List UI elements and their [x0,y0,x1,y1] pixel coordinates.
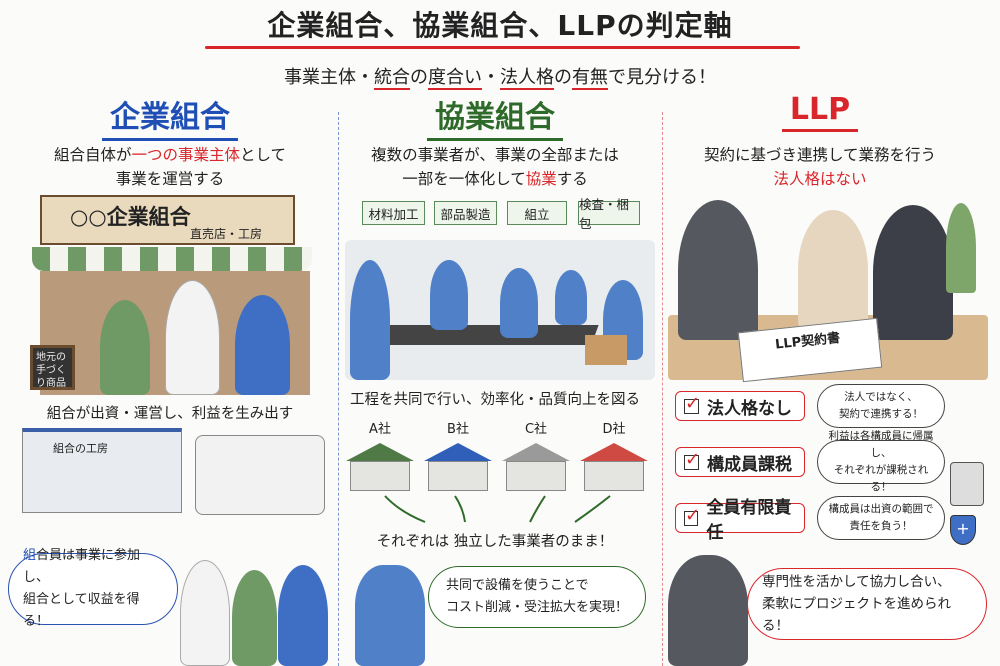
subtitle: 事業主体・統合の度合い・法人格の有無で見分ける！ [0,63,1000,90]
check-label: 法人格なし [707,398,792,419]
arrow-b [454,495,466,523]
company-label: C社 [524,422,548,437]
calculator-icon [950,462,984,506]
delivery-truck [195,435,325,515]
house-body [350,461,410,491]
desc-llp: 契約に基づき連携して業務を行う 法人格はない [703,146,937,188]
person-man-glasses [668,555,748,666]
cardboard-box [585,335,627,365]
check-note-bubble: 法人ではなく、契約で連携する！ [817,384,945,428]
house-body [428,461,488,491]
house-body [584,461,644,491]
company-0: A社 [345,418,415,491]
column-divider [662,112,663,666]
process-label: 検査・梱包 [578,197,640,231]
person-worker [555,270,587,325]
check-label: 全員有限責任 [706,498,792,543]
subtitle-part: 統合 [374,67,410,90]
plant [946,203,976,293]
subtitle-part: で見分ける！ [608,67,716,88]
house-roof [424,443,492,461]
subtitle-part: 有無 [572,67,608,90]
company-1: B社 [423,418,493,491]
checkbox-checked-icon [684,393,700,414]
arrow-d [574,495,611,523]
companies-row: A社 B社 C社 D社 [345,418,655,498]
person-woman-apron [100,300,150,395]
house-body [506,461,566,491]
shop-sign-sub: 直売店・工房 [190,227,263,241]
workbench [376,325,599,345]
awning [32,247,312,271]
process-label: 材料加工 [362,201,425,225]
process-label: 組立 [507,201,567,225]
person-worker [430,260,468,330]
arrow-a [384,495,426,523]
factory-illustration [345,240,655,380]
house-roof [346,443,414,461]
person-chef [180,560,230,666]
independent-note: それぞれは 独立した事業者のまま！ [376,534,614,550]
company-label: B社 [447,422,469,437]
desc-kyogyo: 複数の事業者が、事業の全部または 一部を一体化して協業する [371,146,619,188]
process-label: 部品製造 [434,201,497,225]
desc-kigyo: 組合自体が一つの事業主体として 事業を運営する [53,146,287,188]
meeting-illustration: LLP契約書 [668,195,993,383]
subtitle-part: 法人格 [500,67,554,90]
subtitle-part: 度合い [428,67,482,90]
company-2: C社 [501,418,571,491]
company-label: A社 [369,422,391,437]
caption-kyogyo: 工程を共同で行い、効率化・品質向上を図る [350,392,640,408]
chalkboard: 地元の手づくり商品 [30,345,75,390]
heading-llp: LLP [660,92,980,132]
person-woman [798,210,868,330]
subtitle-part: の [410,67,428,88]
person-man-glasses [678,200,758,340]
person-worker [235,295,290,395]
column-divider [338,112,339,666]
check-note-bubble: 構成員は出資の範囲で責任を負う！ [817,496,945,540]
person-woman-apron [232,570,277,666]
checkbox-checked-icon [684,505,701,526]
heading-kigyo: 企業組合 [10,92,330,141]
title-underline [205,46,800,49]
subtitle-part: ・ [482,67,500,88]
speech-bubble-kigyo: 組合員は事業に参加し、組合として収益を得る！ [8,548,178,629]
page-title: 企業組合、協業組合、LLPの判定軸 [267,9,733,42]
check-item: 全員有限責任 [675,498,805,543]
heading-kyogyo: 協業組合 [335,92,655,141]
person-chef [165,280,220,395]
arrow-c [529,495,546,523]
arrows [384,495,611,523]
person-worker [278,565,328,666]
check-note-bubble: 利益は各構成員に帰属し、それぞれが課税される！ [817,430,945,493]
check-item: 構成員課税 [675,447,805,477]
shop-sign: ○○企業組合 [40,195,295,245]
check-item: 法人格なし [675,391,805,421]
subtitle-part: 事業主体・ [284,67,374,88]
speech-bubble-kyogyo: 共同で設備を使うことでコスト削減・受注拡大を実現！ [428,566,646,628]
company-label: D社 [602,422,626,437]
house-roof [502,443,570,461]
subtitle-part: の [554,67,572,88]
person-worker [355,565,425,666]
check-label: 構成員課税 [707,454,792,475]
speech-bubble-llp: 専門性を活かして協力し合い、柔軟にプロジェクトを進められる！ [747,568,987,640]
shop-illustration: ○○企業組合 直売店・工房 地元の手づくり商品 [30,195,320,395]
shield-icon: + [950,515,976,545]
workshop-building: 組合の工房 [22,428,182,513]
person-worker [500,268,538,338]
company-3: D社 [579,418,649,491]
person-man [873,205,953,340]
checkbox-checked-icon [684,449,700,470]
caption-kigyo: 組合が出資・運営し、利益を生み出す [46,406,294,422]
house-roof [580,443,648,461]
person-worker [350,260,390,380]
